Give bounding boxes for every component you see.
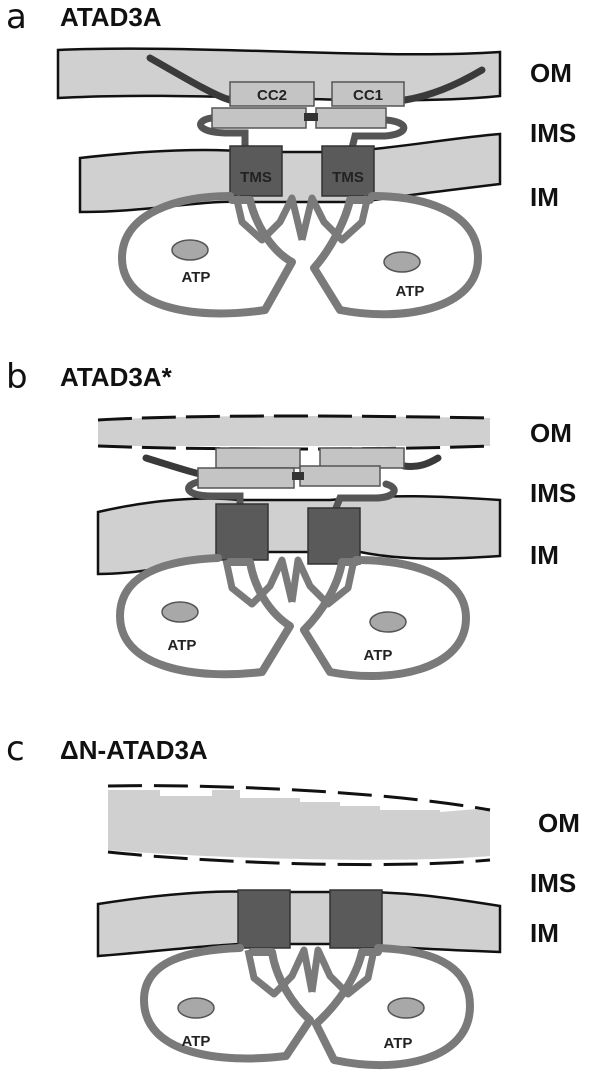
panel-b-im-label: IM — [530, 540, 559, 570]
panel-b-letter: b — [6, 357, 28, 397]
panel-c-atp-right-ellipse — [387, 997, 425, 1019]
panel-a-n-terminus-right — [401, 66, 486, 104]
panel-b-atpase-right-loop — [288, 556, 358, 608]
panel-b-cc-connector — [292, 472, 304, 480]
panel-a-atpase-left-loop — [232, 194, 306, 244]
panel-a-letter: a — [6, 0, 27, 37]
panel-b-diagram: ATP ATP — [96, 414, 502, 681]
panel-b-outer-membrane-top-line — [97, 414, 491, 422]
panel-c-atpase-left-loop — [244, 946, 316, 998]
panel-c-tms-right — [329, 889, 383, 949]
panel-b-atpase-left — [116, 554, 294, 679]
panel-b-atpase-left-loop — [222, 556, 296, 608]
panel-b-n-terminus-right — [400, 454, 442, 470]
panel-b-title: ATAD3A* — [60, 362, 172, 392]
panel-b-tms-left — [215, 503, 269, 561]
panel-b-n-terminus-left — [142, 454, 204, 478]
panel-a-cc-connector — [304, 113, 318, 121]
panel-a-atpase-right-loop — [298, 194, 372, 244]
panel-a-title: ATAD3A — [60, 2, 162, 32]
panel-a-diagram: CC2 CC1 TMS TMS ATP ATP — [56, 47, 502, 319]
panel-c-om-label: OM — [538, 808, 580, 838]
panel-a-linker-left — [197, 114, 249, 152]
panel-c-letter: c — [6, 729, 25, 769]
panel-c-outer-membrane-bottom-line — [107, 850, 491, 867]
panel-b-outer-membrane — [98, 416, 490, 446]
panel-a-inner-membrane — [78, 132, 502, 214]
panel-b-ims-label: IMS — [530, 478, 577, 508]
panel-c-inner-membrane — [96, 890, 502, 958]
panel-a-atpase-right — [310, 192, 482, 319]
panel-b-atp-left-label: ATP — [168, 637, 197, 654]
panel-b-cc-upper-left — [215, 447, 301, 469]
panel-c-atp-left-label: ATP — [182, 1033, 211, 1050]
panel-b-cc-upper-right — [319, 447, 405, 469]
panel-a-atp-right-label: ATP — [396, 283, 425, 300]
panel-b-linker-right — [332, 480, 398, 512]
panel-a-atp-left-label: ATP — [182, 269, 211, 286]
panel-b-atp-left-ellipse — [161, 601, 199, 623]
panel-a-ims-label: IMS — [530, 118, 577, 148]
panel-a-atp-right-ellipse — [383, 251, 421, 273]
panel-c-ims-label: IMS — [530, 868, 577, 898]
panel-c-diagram: ATP ATP — [96, 784, 502, 1070]
panel-b-atp-right-label: ATP — [364, 647, 393, 664]
panel-a-im-label: IM — [530, 182, 559, 212]
panel-a-tms-right-label: TMS — [332, 169, 364, 186]
panel-b-atp-right-ellipse — [369, 611, 407, 633]
panel-a-linker-right — [348, 116, 408, 152]
panel-a-cc-lower-left — [211, 107, 307, 129]
panel-b-om-label: OM — [530, 418, 572, 448]
panel-a-cc2-box — [229, 81, 315, 107]
panel-a-tms-right — [321, 145, 375, 197]
panel-c-atp-right-label: ATP — [384, 1035, 413, 1052]
panel-a-cc1-label: CC1 — [353, 87, 383, 104]
panel-c-outer-membrane — [108, 790, 490, 860]
panel-a-cc1-box — [331, 81, 405, 107]
panel-b-cc-lower-right — [299, 465, 381, 487]
panel-a-tms-left-label: TMS — [240, 169, 272, 186]
panel-b-tms-right — [307, 507, 361, 565]
panel-c-atpase-left — [140, 944, 314, 1063]
panel-a-atpase-left — [118, 192, 296, 318]
panel-a-n-terminus-left — [146, 54, 234, 104]
panel-b-cc-lower-left — [197, 467, 295, 489]
panel-a-om-label: OM — [530, 58, 572, 88]
panel-c-atp-left-ellipse — [177, 997, 215, 1019]
panel-a-atp-left-ellipse — [171, 239, 209, 261]
panel-a-tms-left — [229, 145, 283, 197]
panel-a-cc-lower-right — [315, 107, 387, 129]
panel-c-title: ΔN-ATAD3A — [60, 735, 208, 765]
panel-c-im-label: IM — [530, 918, 559, 948]
panel-c-tms-left — [237, 889, 291, 949]
panel-a-cc2-label: CC2 — [257, 87, 287, 104]
panel-b-linker-left — [185, 478, 244, 510]
panel-c-atpase-right-loop — [308, 946, 378, 998]
panel-c-outer-membrane-top-line — [107, 784, 491, 812]
